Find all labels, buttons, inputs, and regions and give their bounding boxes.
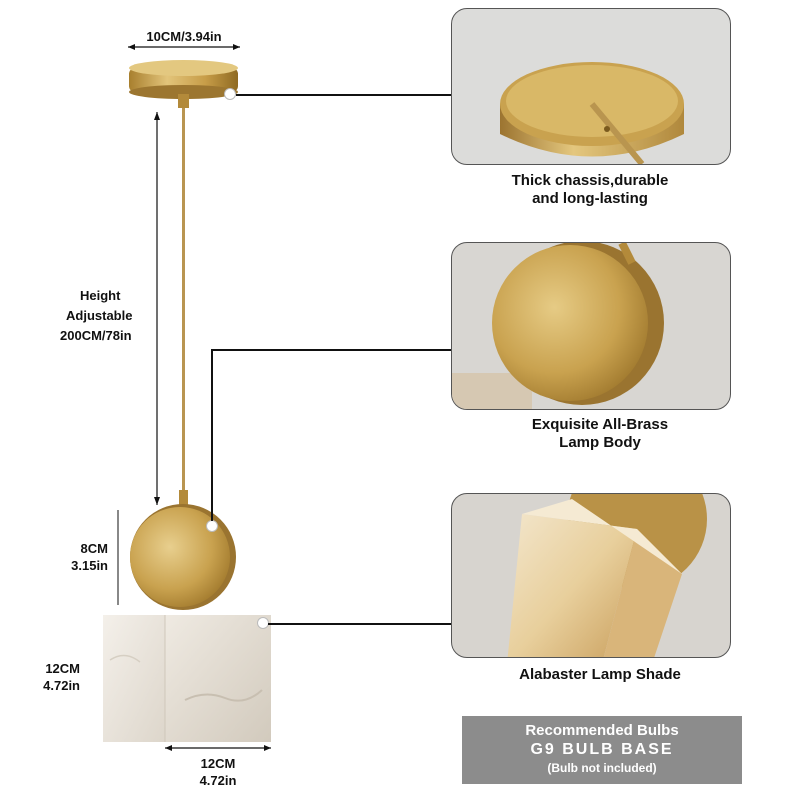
bulb-recommendation-box: Recommended Bulbs G9 BULB BASE (Bulb not… [462,716,742,784]
shade-width-cm: 12CM [200,756,236,771]
shade-height-cm: 12CM [45,661,80,676]
caption-shade-line1: Alabaster Lamp Shade [519,666,681,683]
bulb-note: (Bulb not included) [547,761,657,775]
bulb-base: G9 BULB BASE [530,741,674,758]
detail-panel-shade [451,493,731,658]
height-label-line1: Height [80,288,121,303]
height-label-line2: Adjustable [66,308,133,323]
caption-body: Exquisite All-Brass Lamp Body [470,416,730,452]
caption-canopy: Thick chassis,durable and long-lasting [470,172,710,208]
shade-height-in: 4.72in [43,678,80,693]
brass-lamp-body [130,504,236,610]
shade-width-label: 12CM 4.72in [188,755,248,789]
ceiling-canopy [129,60,238,108]
canopy-width-label: 10CM/3.94in [146,29,222,44]
height-label: Height Adjustable 200CM/78in [60,287,154,344]
leader-line-shade [268,623,451,625]
body-closeup-image [452,243,664,409]
leader-line-body [211,349,451,351]
caption-shade: Alabaster Lamp Shade [470,666,730,684]
shade-height-label: 12CM 4.72in [30,660,80,694]
shade-closeup-image [507,494,707,657]
caption-body-line1: Exquisite All-Brass [531,416,669,433]
body-height-in: 3.15in [71,558,108,573]
callout-dot-body [206,520,218,532]
detail-panel-canopy [451,8,731,165]
leader-line-body-vertical [211,349,213,521]
callout-dot-canopy [224,88,236,100]
canopy-closeup-image [500,62,684,164]
caption-canopy-line2: and long-lasting [532,190,648,207]
caption-body-line2: Lamp Body [559,434,641,451]
alabaster-shade [103,615,271,742]
body-height-cm: 8CM [80,541,108,556]
bulb-title: Recommended Bulbs [525,722,679,739]
canopy-width-dimension [128,44,240,50]
height-dimension [154,112,160,505]
height-label-line3: 200CM/78in [60,328,132,343]
shade-width-dimension [165,745,271,751]
leader-line-canopy [236,94,451,96]
body-height-label: 8CM 3.15in [58,540,108,574]
detail-panel-body [451,242,731,410]
shade-width-in: 4.72in [199,773,237,788]
caption-canopy-line1: Thick chassis,durable [511,172,669,189]
